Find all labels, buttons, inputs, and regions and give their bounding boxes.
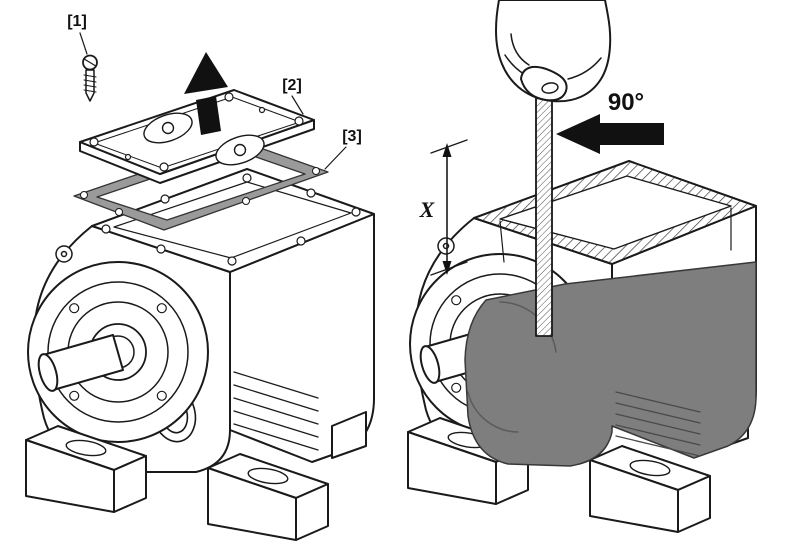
callout-3-label: [3] [342,128,362,145]
small-boss [55,245,73,263]
thumb-nail [541,82,559,94]
rear-foot [331,411,367,459]
front-foot [25,425,147,513]
output-shaft [37,334,124,392]
hand [494,0,612,103]
callout-1-leader [79,32,88,55]
cover-plate-bosses [143,112,265,166]
left-arrow-icon [556,114,664,154]
dimension-x: X [419,139,468,276]
callout-3-leader [324,146,347,170]
callouts: [1] [2] [3] [67,13,362,170]
housing-top-flange [91,168,375,273]
screw [82,54,98,102]
cover-removal-illustration: [1] [2] [3] [25,13,375,541]
callout-2-leader [291,95,304,115]
measuring-ruler [535,55,553,337]
cooling-fins [233,371,319,451]
dimension-x-label: X [419,197,436,222]
oil-fin-lines [615,391,701,457]
oil-level-check-illustration: X 90° [407,0,757,533]
callout-1-label: [1] [67,13,87,30]
up-arrow-icon [184,52,228,135]
angle-label: 90° [608,89,644,116]
gear-housing [25,213,375,541]
right-foot [207,453,329,541]
cover-plate [79,89,315,184]
callout-2-label: [2] [282,77,302,94]
